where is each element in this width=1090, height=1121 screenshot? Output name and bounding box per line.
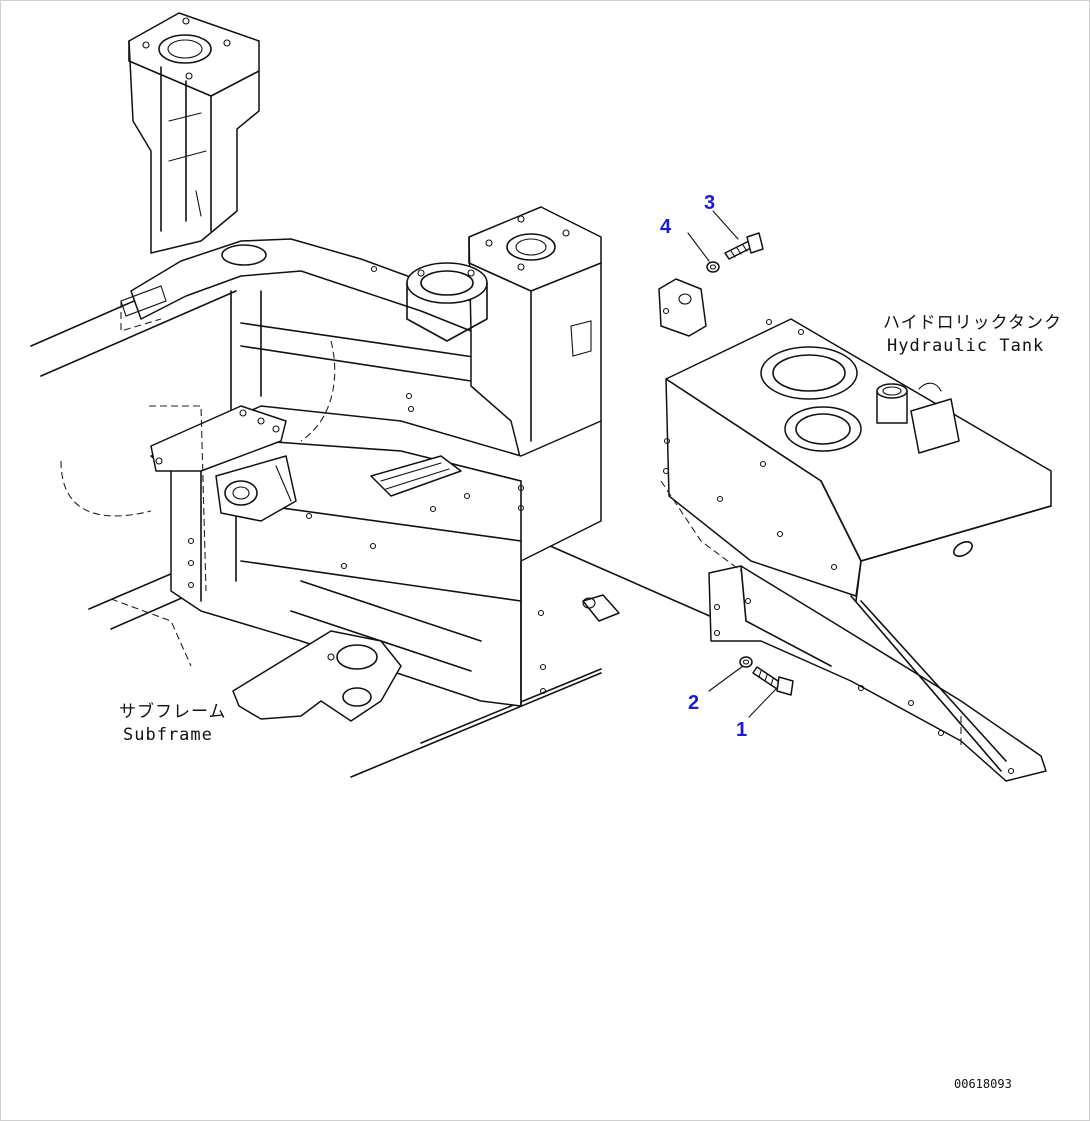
bolt-upper xyxy=(724,232,764,260)
subframe-label-en: Subframe xyxy=(123,725,213,745)
leader-line-2 xyxy=(708,665,744,692)
callout-number-1: 1 xyxy=(736,719,747,741)
callout-number-4: 4 xyxy=(660,216,672,238)
washer-lower xyxy=(739,656,753,668)
tank-label-en: Hydraulic Tank xyxy=(887,336,1044,356)
subframe-drawing xyxy=(30,12,722,778)
callout-number-2: 2 xyxy=(688,692,699,714)
leader-line-3 xyxy=(712,210,739,240)
callout-number-3: 3 xyxy=(704,192,715,214)
tank-label-jp: ハイドロリックタンク xyxy=(883,313,1062,333)
leader-line-4 xyxy=(687,232,710,262)
leader-line-1 xyxy=(748,688,777,718)
washer-upper xyxy=(706,261,720,273)
drawing-code: 00618093 xyxy=(954,1077,1012,1091)
hydraulic-tank-drawing xyxy=(658,278,1052,782)
subframe-label-jp: サブフレーム xyxy=(119,701,227,722)
bolt-lower xyxy=(752,666,794,696)
